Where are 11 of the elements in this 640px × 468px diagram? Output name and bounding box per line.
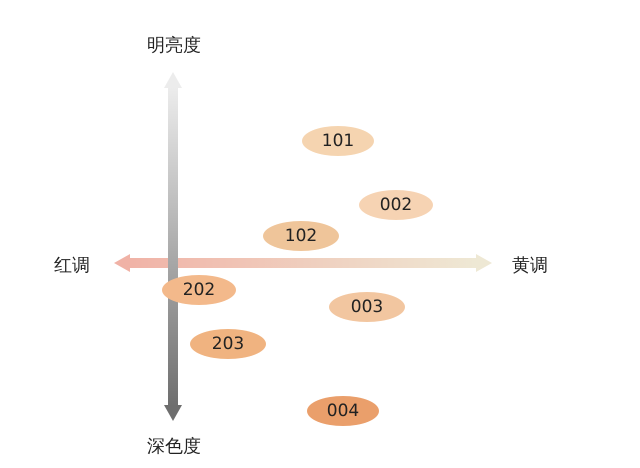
axis-label: 黄调 xyxy=(512,254,548,277)
axis-label: 红调 xyxy=(54,254,90,277)
axis-label: 深色度 xyxy=(147,435,201,458)
shade-ellipse: 003 xyxy=(329,292,405,322)
shade-ellipse: 203 xyxy=(190,329,266,359)
shade-ellipse: 004 xyxy=(307,396,379,426)
shade-ellipse: 102 xyxy=(263,221,339,251)
shade-ellipse: 002 xyxy=(359,190,433,220)
shade-ellipse: 202 xyxy=(162,275,236,305)
shade-ellipse: 101 xyxy=(302,126,374,156)
axis-label: 明亮度 xyxy=(147,34,201,57)
